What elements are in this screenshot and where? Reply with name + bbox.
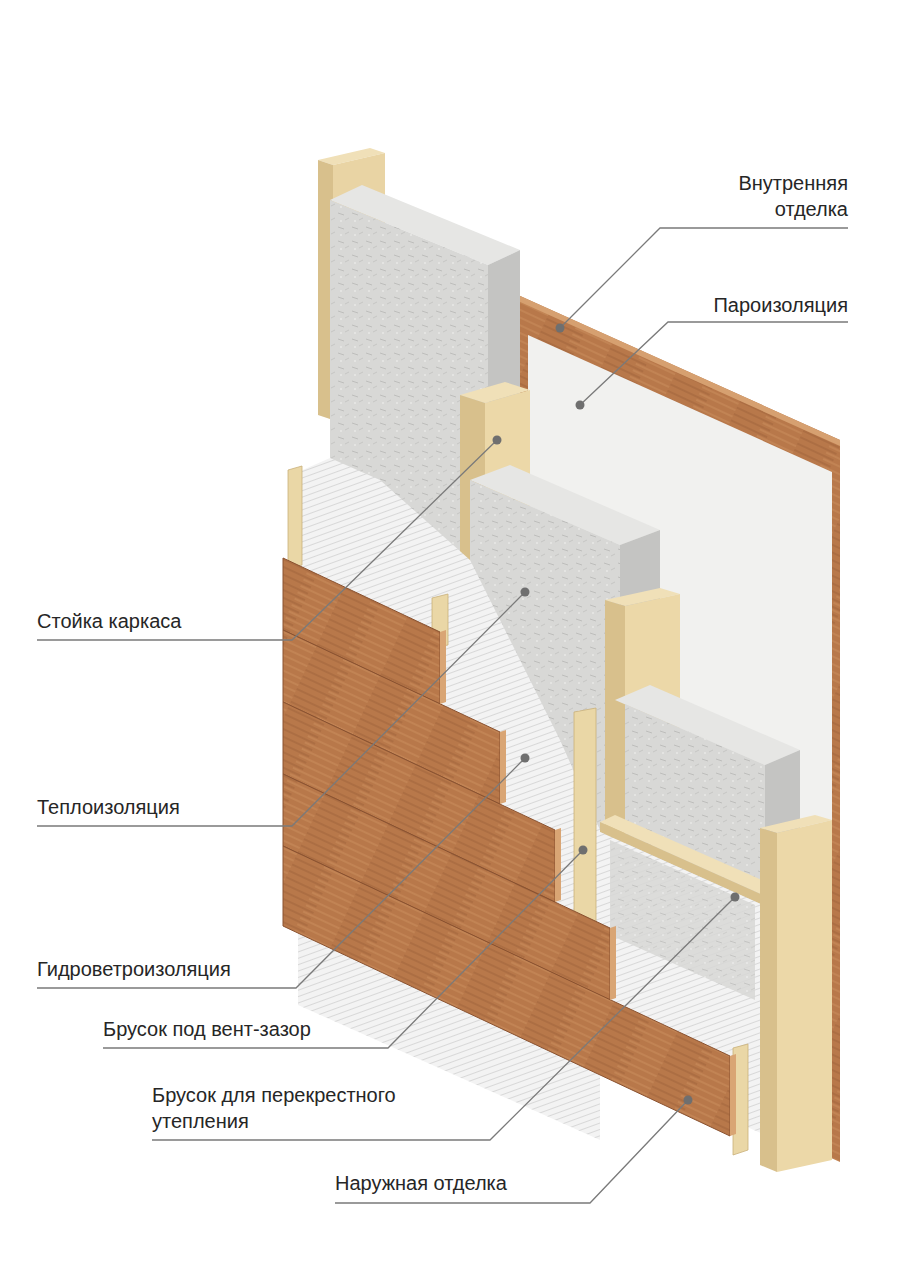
stud-face (760, 828, 777, 1172)
callout-label: Гидроветроизоляция (37, 956, 292, 982)
callout-label: Брусок под вент-зазор (103, 1016, 388, 1042)
leader-line (37, 758, 525, 988)
callout-label: Наружная отделка (335, 1170, 590, 1196)
plank-end (610, 926, 616, 1000)
leader-line (37, 592, 525, 826)
leader-line (335, 1100, 688, 1203)
leader-lines (37, 228, 848, 1203)
leader-line (37, 440, 497, 640)
leader-dot (731, 893, 740, 902)
plank-end (500, 730, 506, 804)
leader-dot (576, 401, 585, 410)
callout-label: Брусок для перекрестного утепления (152, 1082, 417, 1134)
leader-line (580, 322, 848, 405)
leader-dot (579, 846, 588, 855)
leader-dot (684, 1096, 693, 1105)
vent-batten (574, 708, 596, 930)
leader-dot (521, 754, 530, 763)
leader-dot (556, 324, 565, 333)
vent-batten (288, 466, 302, 568)
callout-label: Теплоизоляция (37, 794, 287, 820)
callout-label: Внутренняя отделка (678, 170, 848, 222)
cross-insulation (610, 840, 755, 1000)
callout-label: Стойка каркаса (37, 608, 287, 634)
callout-label: Пароизоляция (608, 292, 848, 318)
leader-dot (493, 436, 502, 445)
leader-dots (493, 324, 740, 1105)
leader-line (103, 850, 583, 1048)
plank-end (555, 828, 561, 902)
plank-end (440, 630, 446, 704)
plank-end (730, 1054, 736, 1136)
leader-dot (521, 588, 530, 597)
leader-line (560, 228, 848, 328)
stud-side (777, 820, 832, 1172)
